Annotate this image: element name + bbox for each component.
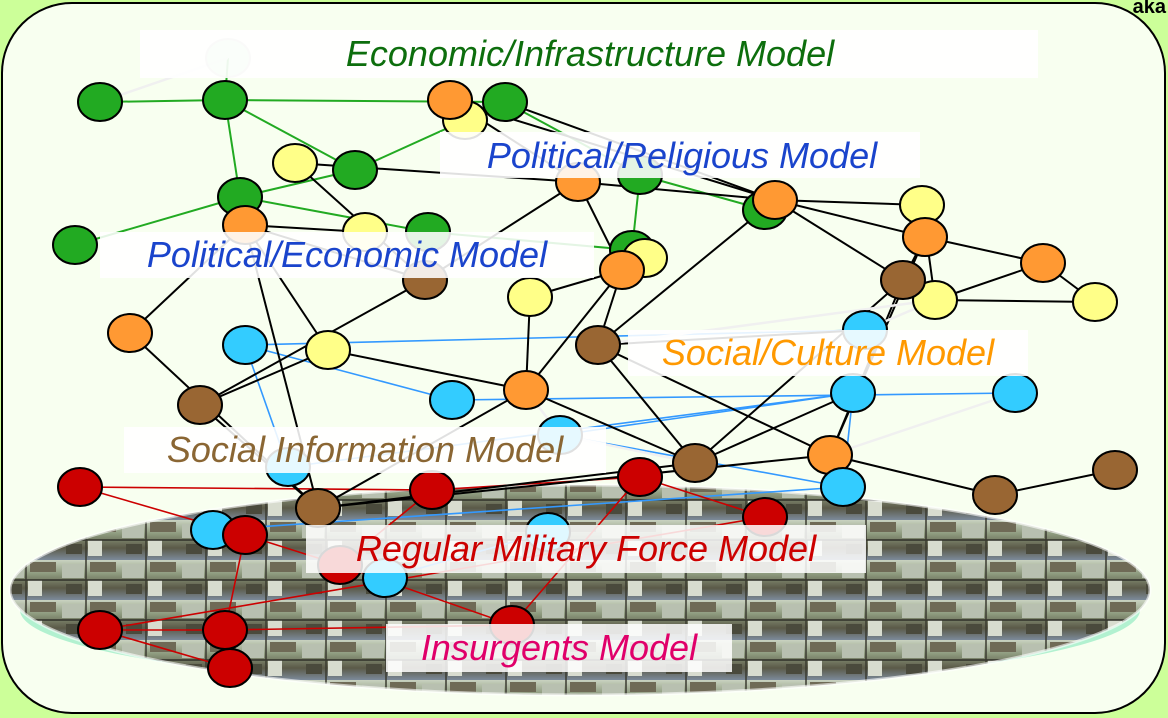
social-information-node [1092,450,1138,490]
political-economic-node [752,180,798,220]
economic-node [332,150,378,190]
edge [774,199,904,281]
political-economic-node [503,370,549,410]
edge [244,344,453,401]
economic-node [202,80,248,120]
military-node [409,470,455,510]
economic-node [482,82,528,122]
edge [199,349,329,406]
political-economic-node [599,250,645,290]
social-culture-node [830,373,876,413]
economic-node [77,82,123,122]
layer-labels: Economic/Infrastructure Model Political/… [100,30,1038,672]
military-node [202,610,248,650]
edge [774,199,923,206]
social-information-node [575,325,621,365]
military-node [222,515,268,555]
label-insurgents: Insurgents Model [421,627,698,668]
social-culture-node [820,467,866,507]
edge [239,196,429,233]
label-social-culture: Social/Culture Model [662,332,995,373]
social-information-node [295,488,341,528]
edge [79,486,433,491]
edge [694,392,854,464]
political-religious-node [1072,282,1118,322]
social-culture-node [429,380,475,420]
social-information-node [972,475,1018,515]
edge [577,181,776,201]
social-information-node [177,385,223,425]
edge [597,199,776,346]
military-node [77,610,123,650]
political-economic-node [1020,243,1066,283]
political-economic-node [427,80,473,120]
edge [597,344,696,464]
label-political-economic: Political/Economic Model [147,234,548,275]
edge [525,389,696,464]
edge [317,454,831,509]
political-economic-node [107,313,153,353]
edge [327,349,527,391]
political-religious-node [272,143,318,183]
edge [525,269,623,391]
label-economic-infrastructure: Economic/Infrastructure Model [346,33,835,74]
corner-text: aka [1132,0,1166,18]
edge [829,391,1016,457]
social-culture-node [992,373,1038,413]
edge [224,99,356,171]
military-node [207,648,253,688]
edge [934,299,1096,303]
political-religious-node [507,277,553,317]
economic-node [52,225,98,265]
social-information-node [880,260,926,300]
label-political-religious: Political/Religious Model [487,135,878,176]
label-regular-military-force: Regular Military Force Model [356,528,817,569]
political-religious-node [912,280,958,320]
political-religious-node [305,330,351,370]
edge [774,199,926,238]
social-information-node [672,443,718,483]
edge [829,454,996,496]
political-economic-node [902,217,948,257]
military-node [617,457,663,497]
military-node [57,467,103,507]
social-culture-node [222,325,268,365]
label-social-information: Social Information Model [167,429,564,470]
